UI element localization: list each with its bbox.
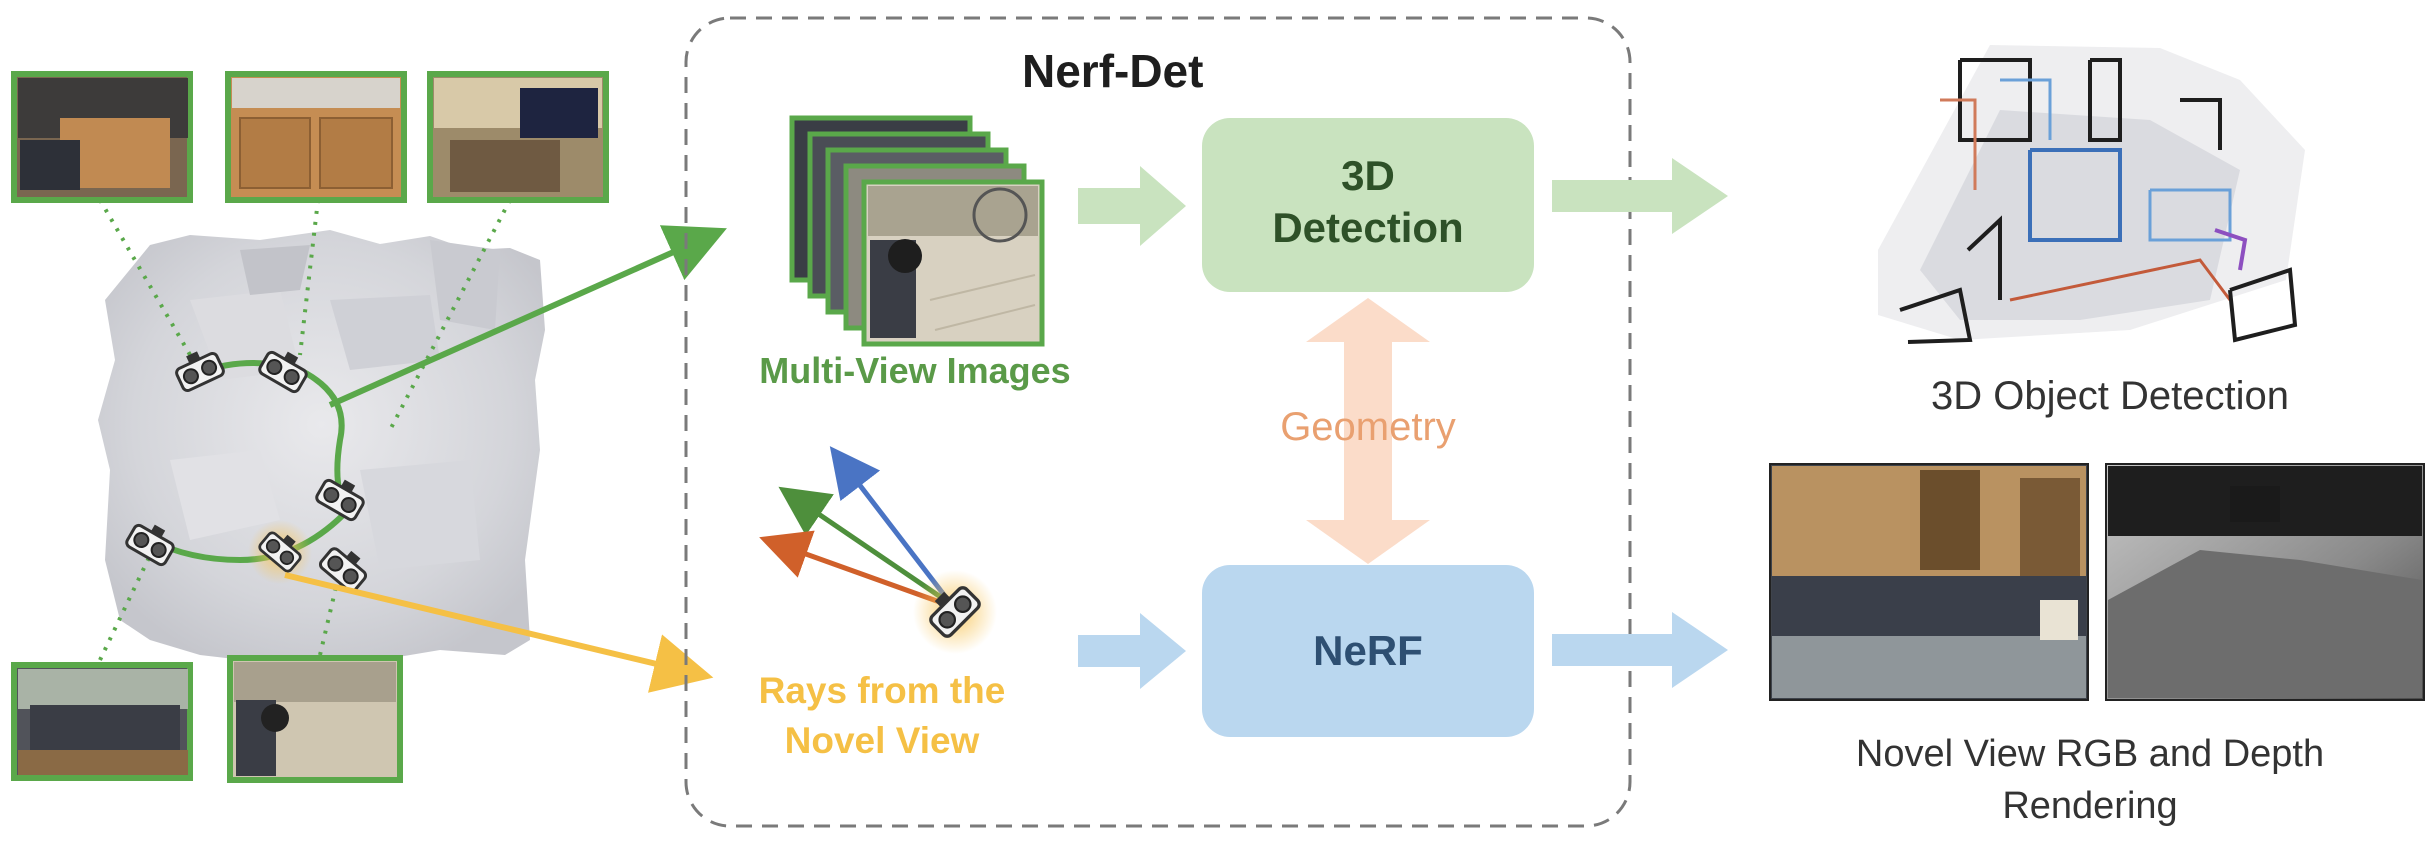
nerf-box-label: NeRF xyxy=(1313,627,1423,674)
nerf-box xyxy=(1202,565,1534,737)
room-photo-thumbnail xyxy=(227,655,403,783)
multiview-arrow xyxy=(328,225,727,408)
geometry-label: Geometry xyxy=(1280,405,1456,449)
rays-illustration xyxy=(759,446,997,654)
room-photo-thumbnail xyxy=(11,71,193,203)
detection-box-label: 3D Detection xyxy=(1202,150,1534,254)
framework-title: Nerf-Det xyxy=(1022,45,1204,97)
thumbnail-connectors xyxy=(98,198,512,661)
nerf-output-arrow xyxy=(1552,612,1728,688)
nerf-det-frame xyxy=(684,16,1632,828)
multiview-stack-image xyxy=(789,115,1045,347)
to-nerf-arrow xyxy=(1078,613,1186,689)
camera-icon xyxy=(123,342,375,595)
depth-render-image xyxy=(2105,463,2425,701)
rgb-render-image xyxy=(1769,463,2089,701)
output-rendering-caption: Novel View RGB and Depth Rendering xyxy=(1855,733,2325,827)
room-photo-thumbnail xyxy=(11,662,193,781)
room-photo-thumbnail xyxy=(225,71,407,203)
multiview-caption: Multi-View Images xyxy=(759,350,1071,391)
detection-output-arrow xyxy=(1552,158,1728,234)
rays-caption: Rays from the Novel View xyxy=(758,670,1006,761)
to-detection-arrow xyxy=(1078,166,1186,246)
novel-view-arrow xyxy=(284,572,714,693)
output-detection-caption: 3D Object Detection xyxy=(1931,374,2289,418)
room-scan-image xyxy=(98,230,545,662)
room-photo-thumbnail xyxy=(427,71,609,203)
bbox-scene-image xyxy=(1878,45,2305,344)
geometry-double-arrow xyxy=(1306,298,1430,564)
detection-box-label-text: 3D Detection xyxy=(1272,152,1464,251)
detection-box xyxy=(1202,118,1534,292)
